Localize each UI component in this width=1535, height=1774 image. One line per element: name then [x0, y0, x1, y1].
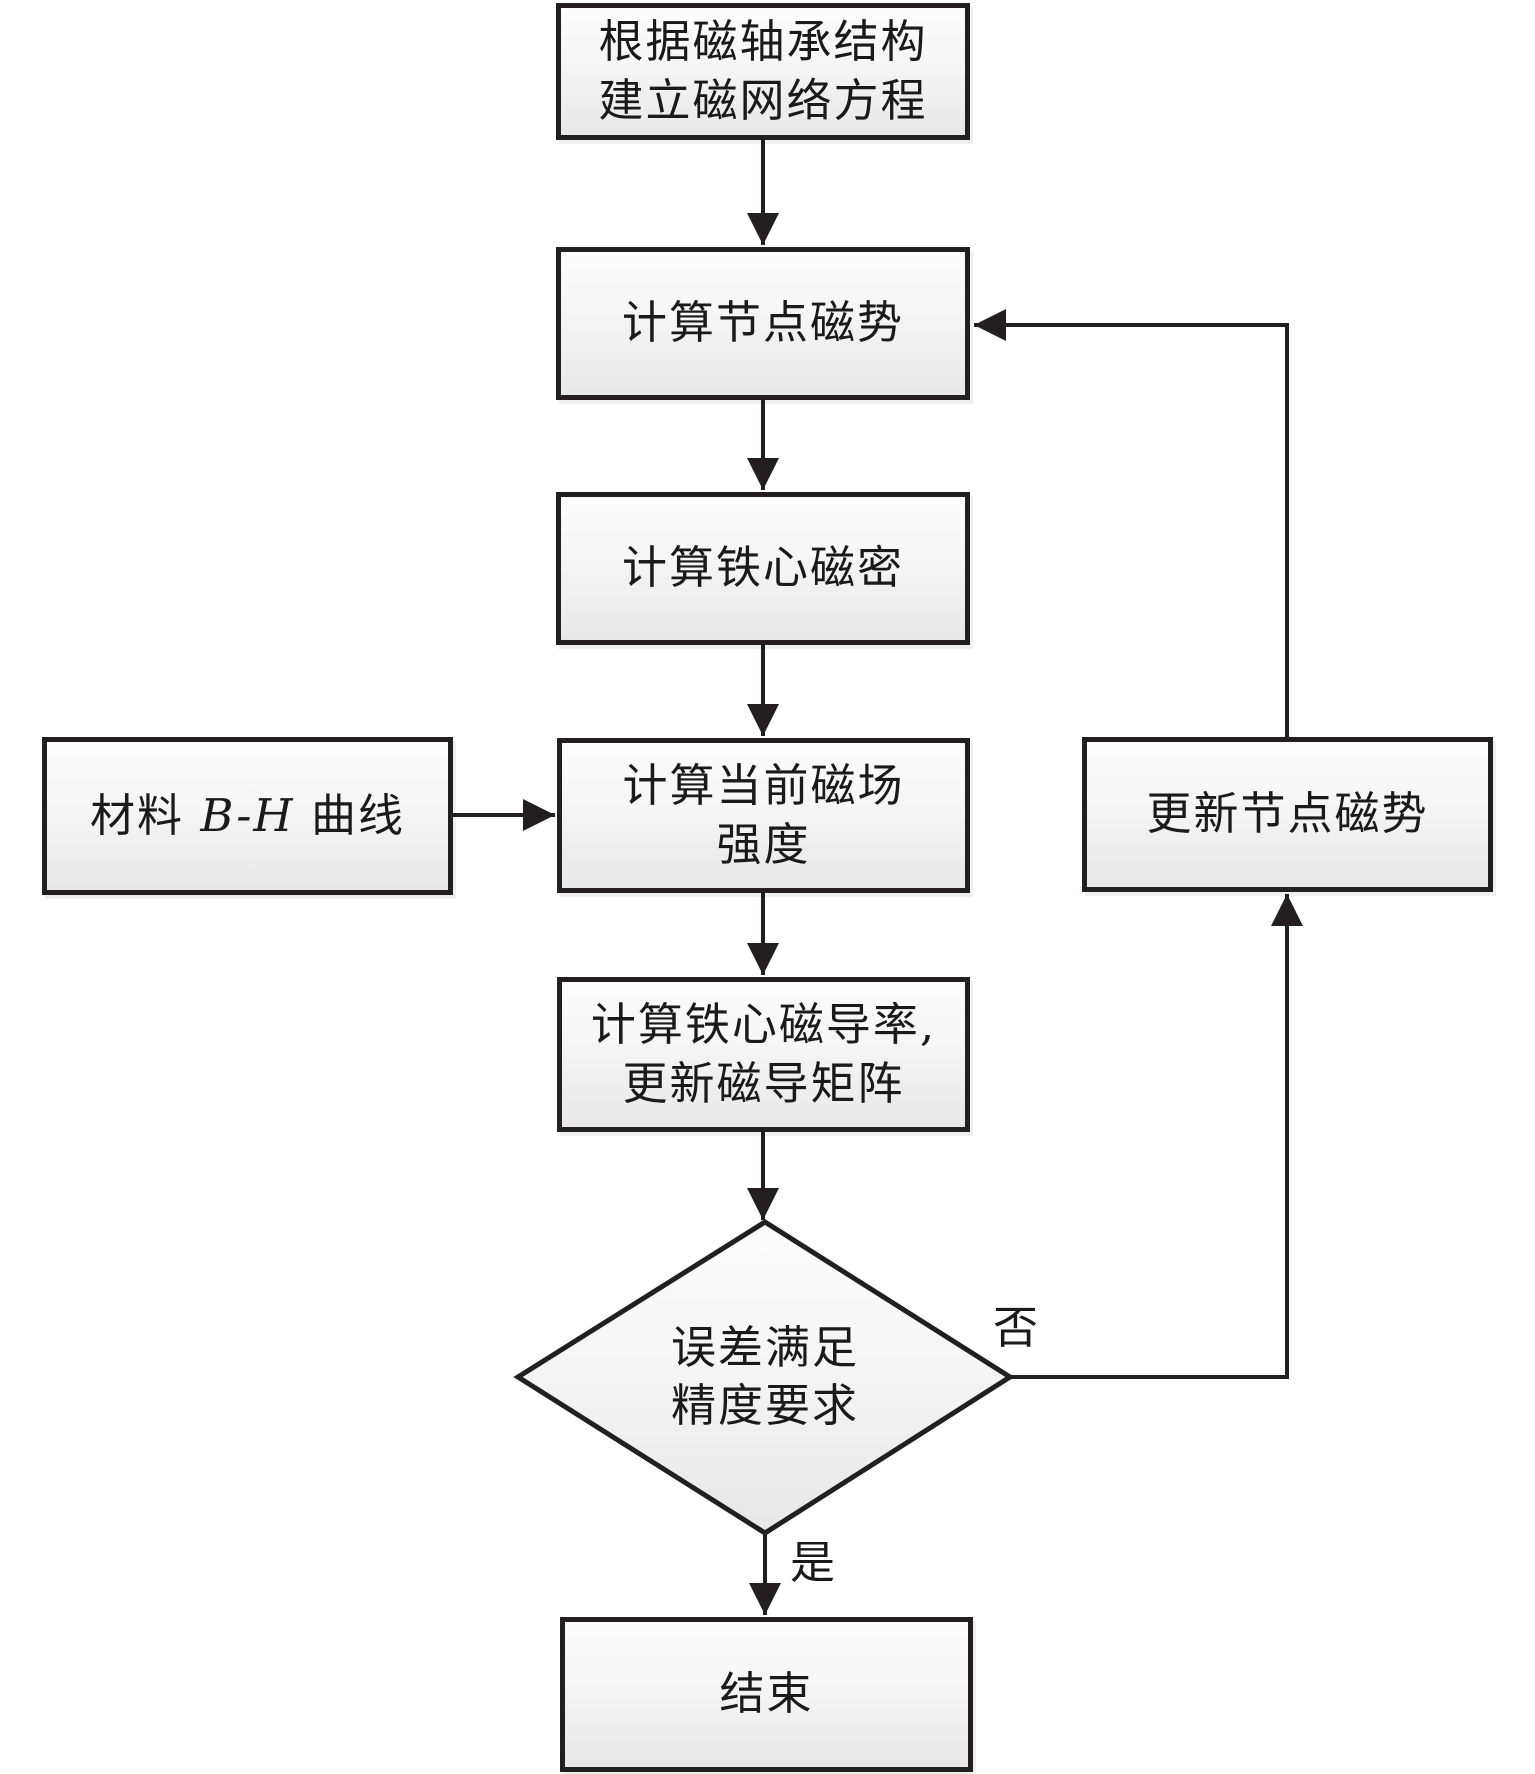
node-material-bh-curve-label: 材料 B-H 曲线: [90, 787, 405, 846]
material-label-suffix: 曲线: [294, 788, 405, 842]
node-compute-field-strength-label: 计算当前磁场 强度: [622, 759, 905, 871]
node-build-equation-label: 根据磁轴承结构 建立磁网络方程: [598, 15, 928, 127]
node-material-bh-curve: 材料 B-H 曲线: [42, 737, 453, 895]
edge-update-to-node-mmf: [974, 309, 1289, 737]
edge-label-no: 否: [993, 1301, 1040, 1354]
material-label-bh: B-H: [200, 788, 295, 842]
node-compute-permeability: 计算铁心磁导率, 更新磁导矩阵: [557, 977, 970, 1132]
node-update-node-mmf: 更新节点磁势: [1082, 737, 1493, 892]
node-compute-field-strength: 计算当前磁场 强度: [557, 738, 970, 893]
node-compute-core-flux-density-label: 计算铁心磁密: [621, 541, 904, 595]
node-compute-node-mmf: 计算节点磁势: [556, 247, 970, 400]
node-compute-node-mmf-label: 计算节点磁势: [621, 296, 904, 350]
node-update-node-mmf-label: 更新节点磁势: [1146, 787, 1429, 841]
node-compute-permeability-label: 计算铁心磁导率, 更新磁导矩阵: [590, 998, 937, 1110]
edge-decision-no-to-update: [1010, 894, 1303, 1379]
node-build-equation: 根据磁轴承结构 建立磁网络方程: [556, 3, 970, 140]
decision-diamond-shape: [513, 1219, 1015, 1536]
node-compute-core-flux-density: 计算铁心磁密: [556, 492, 970, 645]
edge-label-yes: 是: [790, 1536, 837, 1589]
node-end: 结束: [560, 1617, 973, 1772]
material-label-prefix: 材料: [90, 788, 201, 842]
node-end-label: 结束: [719, 1667, 814, 1721]
